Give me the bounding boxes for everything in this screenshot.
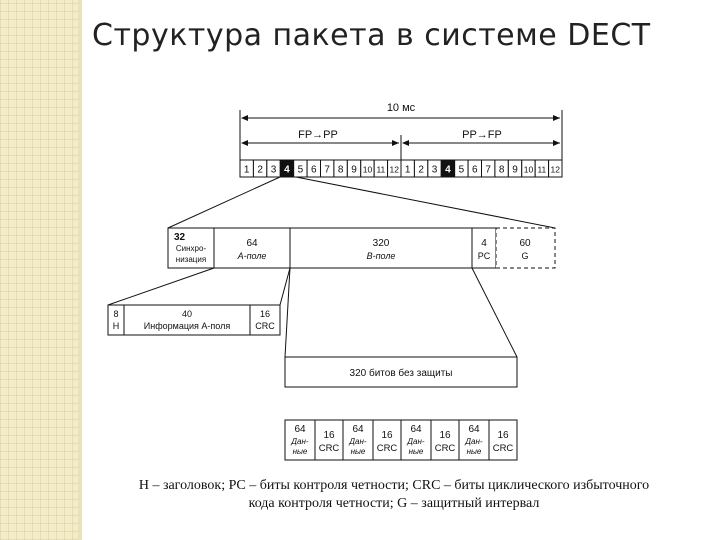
slot-number: 1 bbox=[244, 165, 250, 176]
slot-number: 9 bbox=[512, 165, 518, 176]
sync-label-line1: Синхро- bbox=[176, 244, 207, 253]
guard-bits: 60 bbox=[519, 238, 531, 249]
slot-number: 3 bbox=[271, 165, 277, 176]
crc-label: CRC bbox=[493, 443, 514, 454]
data-label-line1: Дан- bbox=[290, 437, 308, 446]
data-bits: 64 bbox=[352, 424, 364, 435]
slot-number: 6 bbox=[311, 165, 317, 176]
direction-pp-fp-label: PP→FP bbox=[462, 129, 502, 141]
crc-label: CRC bbox=[435, 443, 456, 454]
slot-number: 11 bbox=[537, 165, 546, 175]
slot-number: 12 bbox=[390, 165, 400, 175]
b-unprotected-box bbox=[284, 356, 518, 388]
slot-number: 8 bbox=[499, 165, 505, 176]
slot-number: 4 bbox=[284, 165, 290, 176]
a-info-label: Информация A-поля bbox=[144, 321, 231, 331]
crc-box bbox=[430, 419, 460, 461]
sync-field-box bbox=[167, 227, 215, 269]
slot-number: 11 bbox=[376, 165, 385, 175]
slot-number: 4 bbox=[445, 165, 451, 176]
a-field-box bbox=[213, 227, 291, 269]
slide-title: Структура пакета в системе DECT bbox=[92, 18, 651, 53]
data-label-line2: ные bbox=[409, 447, 424, 456]
pc-field-box bbox=[471, 227, 497, 269]
pc-label: PC bbox=[478, 251, 491, 261]
sync-label-line2: низация bbox=[176, 255, 206, 264]
data-label-line1: Дан- bbox=[406, 437, 424, 446]
slot-number: 7 bbox=[324, 165, 330, 176]
crc-label: CRC bbox=[377, 443, 398, 454]
crc-bits: 16 bbox=[439, 430, 451, 441]
data-label-line1: Дан- bbox=[464, 437, 482, 446]
slot-number: 7 bbox=[485, 165, 491, 176]
slot-number: 2 bbox=[257, 165, 263, 176]
crc-bits: 16 bbox=[323, 430, 335, 441]
b-field-detail: 320 битов без защиты 64Дан-ные16CRC64Дан… bbox=[284, 356, 518, 461]
a-crc-bits: 16 bbox=[260, 309, 270, 319]
direction-fp-pp-label: FP→PP bbox=[298, 129, 338, 141]
a-crc-box bbox=[249, 304, 281, 336]
guard-field-box bbox=[495, 227, 556, 269]
decorative-sidebar bbox=[0, 0, 82, 540]
guard-label: G bbox=[521, 251, 528, 261]
data-box bbox=[458, 419, 490, 461]
slot-number: 10 bbox=[363, 165, 373, 175]
a-crc-label: CRC bbox=[255, 321, 275, 331]
a-info-box bbox=[123, 304, 251, 336]
crc-bits: 16 bbox=[381, 430, 393, 441]
slot-number: 8 bbox=[338, 165, 344, 176]
slot-number: 5 bbox=[459, 165, 465, 176]
slot-number: 3 bbox=[432, 165, 438, 176]
caption-line-2: кода контроля четности; G – защитный инт… bbox=[248, 496, 540, 511]
slot-number: 10 bbox=[524, 165, 534, 175]
slot-cell bbox=[548, 159, 563, 178]
crc-bits: 16 bbox=[497, 430, 509, 441]
data-bits: 64 bbox=[410, 424, 422, 435]
crc-box bbox=[488, 419, 518, 461]
b-field-bits: 320 bbox=[373, 238, 390, 249]
a-field-bits: 64 bbox=[246, 238, 258, 249]
data-box bbox=[400, 419, 432, 461]
data-label-line1: Дан- bbox=[348, 437, 366, 446]
slot-number: 2 bbox=[418, 165, 424, 176]
a-field-label: A-поле bbox=[237, 251, 267, 261]
caption-line-1: H – заголовок; PC – биты контроля четнос… bbox=[138, 478, 650, 493]
data-label-line2: ные bbox=[467, 447, 482, 456]
a-header-label: H bbox=[113, 321, 120, 331]
slot-number: 12 bbox=[551, 165, 561, 175]
data-bits: 64 bbox=[294, 424, 306, 435]
data-box bbox=[342, 419, 374, 461]
slot-number: 6 bbox=[472, 165, 478, 176]
crc-label: CRC bbox=[319, 443, 340, 454]
slot-number: 9 bbox=[351, 165, 357, 176]
a-field-detail-row: 8 H 40 Информация A-поля 16 CRC bbox=[107, 304, 281, 336]
b-unprotected-label: 320 битов без защиты bbox=[350, 367, 453, 379]
a-info-bits: 40 bbox=[182, 309, 192, 319]
a-header-bits: 8 bbox=[113, 309, 118, 319]
b-field-box bbox=[289, 227, 473, 269]
sync-bits: 32 bbox=[174, 232, 186, 243]
slot-number: 5 bbox=[298, 165, 304, 176]
data-bits: 64 bbox=[468, 424, 480, 435]
b-field-label: B-поле bbox=[367, 251, 396, 261]
pc-bits: 4 bbox=[481, 238, 487, 249]
sidebar-rule bbox=[78, 0, 82, 540]
data-label-line2: ные bbox=[293, 447, 308, 456]
slot-number: 1 bbox=[405, 165, 411, 176]
data-label-line2: ные bbox=[351, 447, 366, 456]
packet-row: 32 Синхро- низация 64 A-поле 320 B-поле … bbox=[167, 227, 556, 269]
frame-duration-label: 10 мс bbox=[387, 102, 416, 114]
